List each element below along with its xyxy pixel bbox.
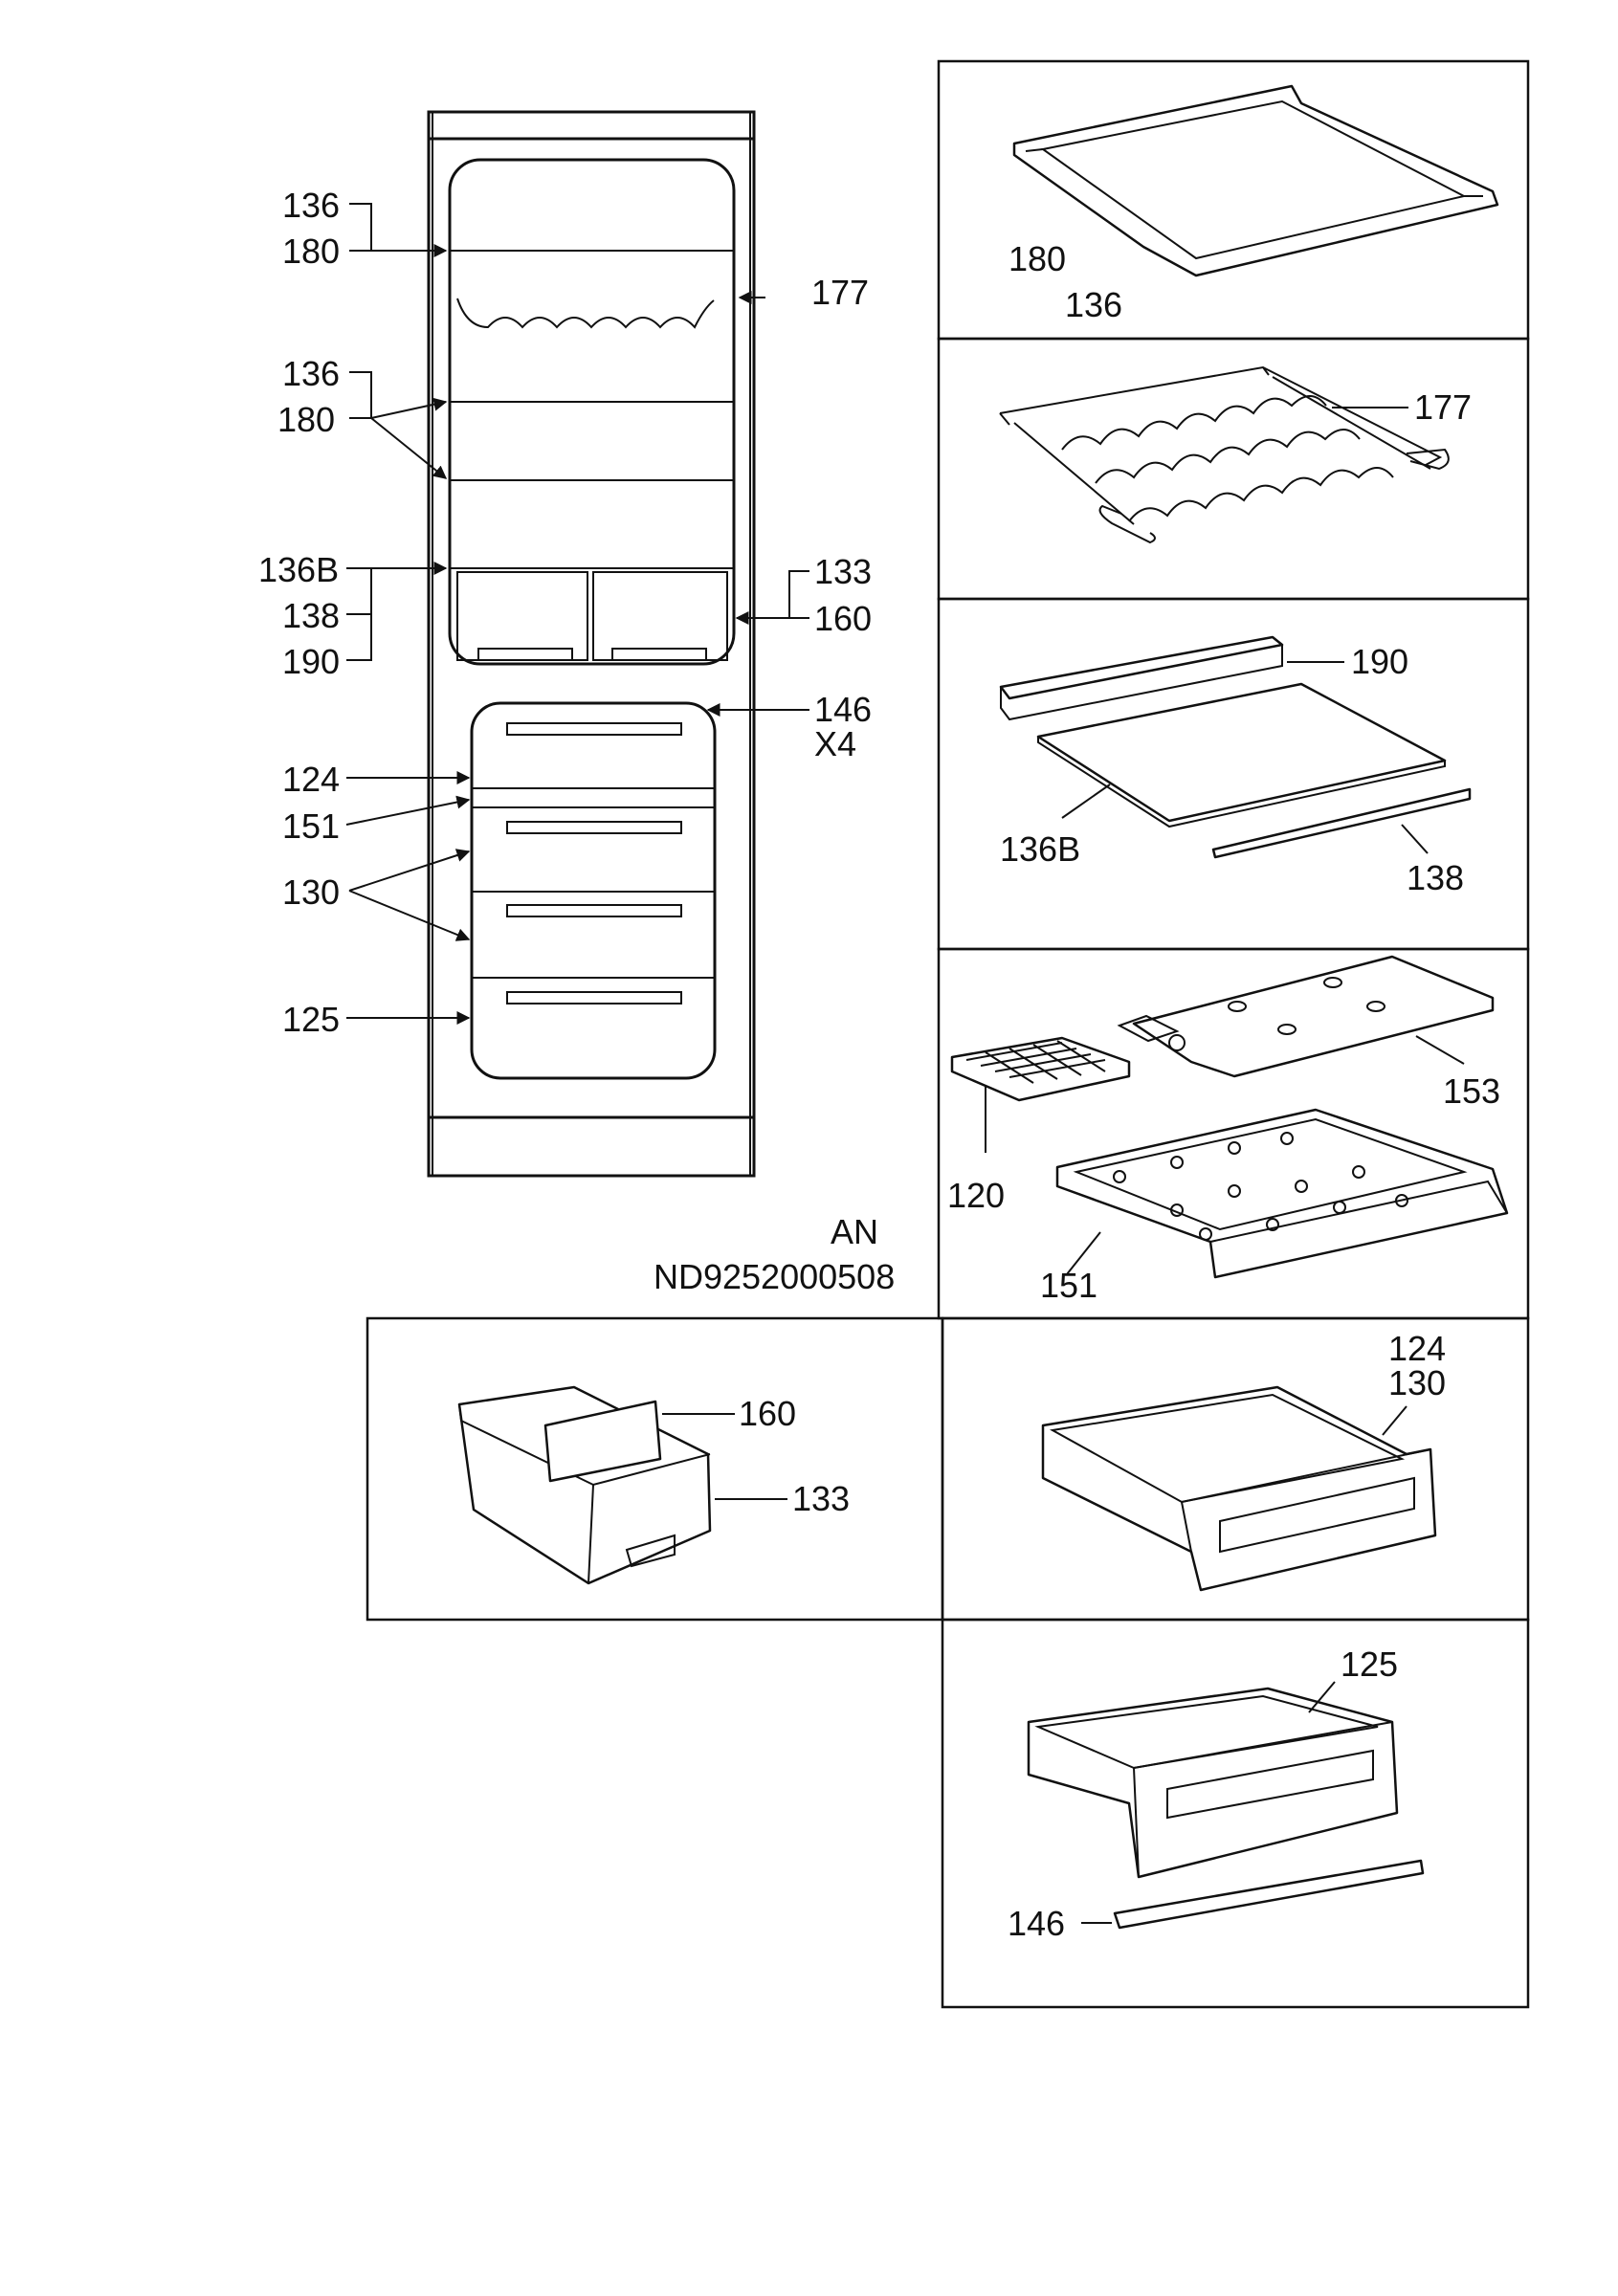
label-125: 125 xyxy=(282,1000,340,1039)
wine-rack-outline xyxy=(456,298,715,329)
freezer-drawer-124-130 xyxy=(1041,1385,1437,1592)
label-180-top: 180 xyxy=(282,232,340,271)
bottom-drawer-125 xyxy=(1027,1687,1399,1879)
label-p7-146: 146 xyxy=(1008,1904,1065,1943)
label-p4-151: 151 xyxy=(1040,1266,1097,1305)
label-p7-125: 125 xyxy=(1341,1645,1398,1684)
appliance-front-view: 136 180 177 136 180 136B 138 190 133 160… xyxy=(258,110,872,1178)
label-136-top: 136 xyxy=(282,186,340,225)
panel-bottom-drawer: 125 146 xyxy=(1008,1645,1425,1943)
wine-rack-wave-2 xyxy=(1095,429,1361,484)
panel-freezer-accessories: 153 120 151 xyxy=(947,955,1509,1305)
label-p1-180: 180 xyxy=(1008,239,1066,278)
drawer-handle xyxy=(1219,1476,1415,1554)
panel-wine-rack: 177 xyxy=(999,365,1472,544)
label-p6-124: 124 xyxy=(1388,1329,1446,1368)
panel-freezer-drawer: 124 130 xyxy=(1041,1329,1446,1592)
divider-160 xyxy=(543,1400,662,1483)
label-p4-120: 120 xyxy=(947,1176,1005,1215)
glass-shelf-frame xyxy=(1012,84,1499,277)
label-151: 151 xyxy=(282,806,340,846)
label-p4-153: 153 xyxy=(1443,1071,1500,1111)
drawer-handle-bottom xyxy=(1166,1749,1374,1820)
wine-rack-wave-1 xyxy=(1061,395,1327,451)
glass-shelf-136B xyxy=(1036,682,1447,823)
fridge-compartment xyxy=(448,158,736,666)
panel-storage-box: 160 133 xyxy=(457,1385,850,1585)
profile-146 xyxy=(1113,1859,1425,1930)
diagram-code-an: AN xyxy=(831,1212,878,1251)
label-136B: 136B xyxy=(258,550,339,589)
front-profile-138 xyxy=(1211,787,1472,859)
label-x4: X4 xyxy=(814,724,856,763)
label-p5-133: 133 xyxy=(792,1479,850,1518)
label-138: 138 xyxy=(282,596,340,635)
diagram-code-nd: ND9252000508 xyxy=(654,1257,895,1296)
label-133: 133 xyxy=(814,552,872,591)
panel-frames xyxy=(366,59,1530,2009)
label-180-mid: 180 xyxy=(277,400,335,439)
label-p5-160: 160 xyxy=(739,1394,796,1433)
cold-plate-153 xyxy=(1132,955,1495,1078)
wine-rack-wave-3 xyxy=(1128,467,1394,522)
label-190: 190 xyxy=(282,642,340,681)
label-p3-190: 190 xyxy=(1351,642,1408,681)
label-146: 146 xyxy=(814,690,872,729)
panel-glass-shelf: 180 136 xyxy=(1008,84,1499,324)
cabinet-outline xyxy=(427,110,756,1178)
rear-profile-190 xyxy=(999,635,1284,700)
label-p6-130: 130 xyxy=(1388,1363,1446,1402)
label-136-mid: 136 xyxy=(282,354,340,393)
label-177: 177 xyxy=(811,273,869,312)
label-p3-138: 138 xyxy=(1407,858,1464,897)
label-160: 160 xyxy=(814,599,872,638)
panel-shelf-136B: 190 136B 138 xyxy=(999,635,1472,897)
label-130: 130 xyxy=(282,872,340,912)
label-p3-136B: 136B xyxy=(1000,829,1080,869)
label-124: 124 xyxy=(282,760,340,799)
label-p1-136: 136 xyxy=(1065,285,1122,324)
label-p2-177: 177 xyxy=(1414,387,1472,427)
